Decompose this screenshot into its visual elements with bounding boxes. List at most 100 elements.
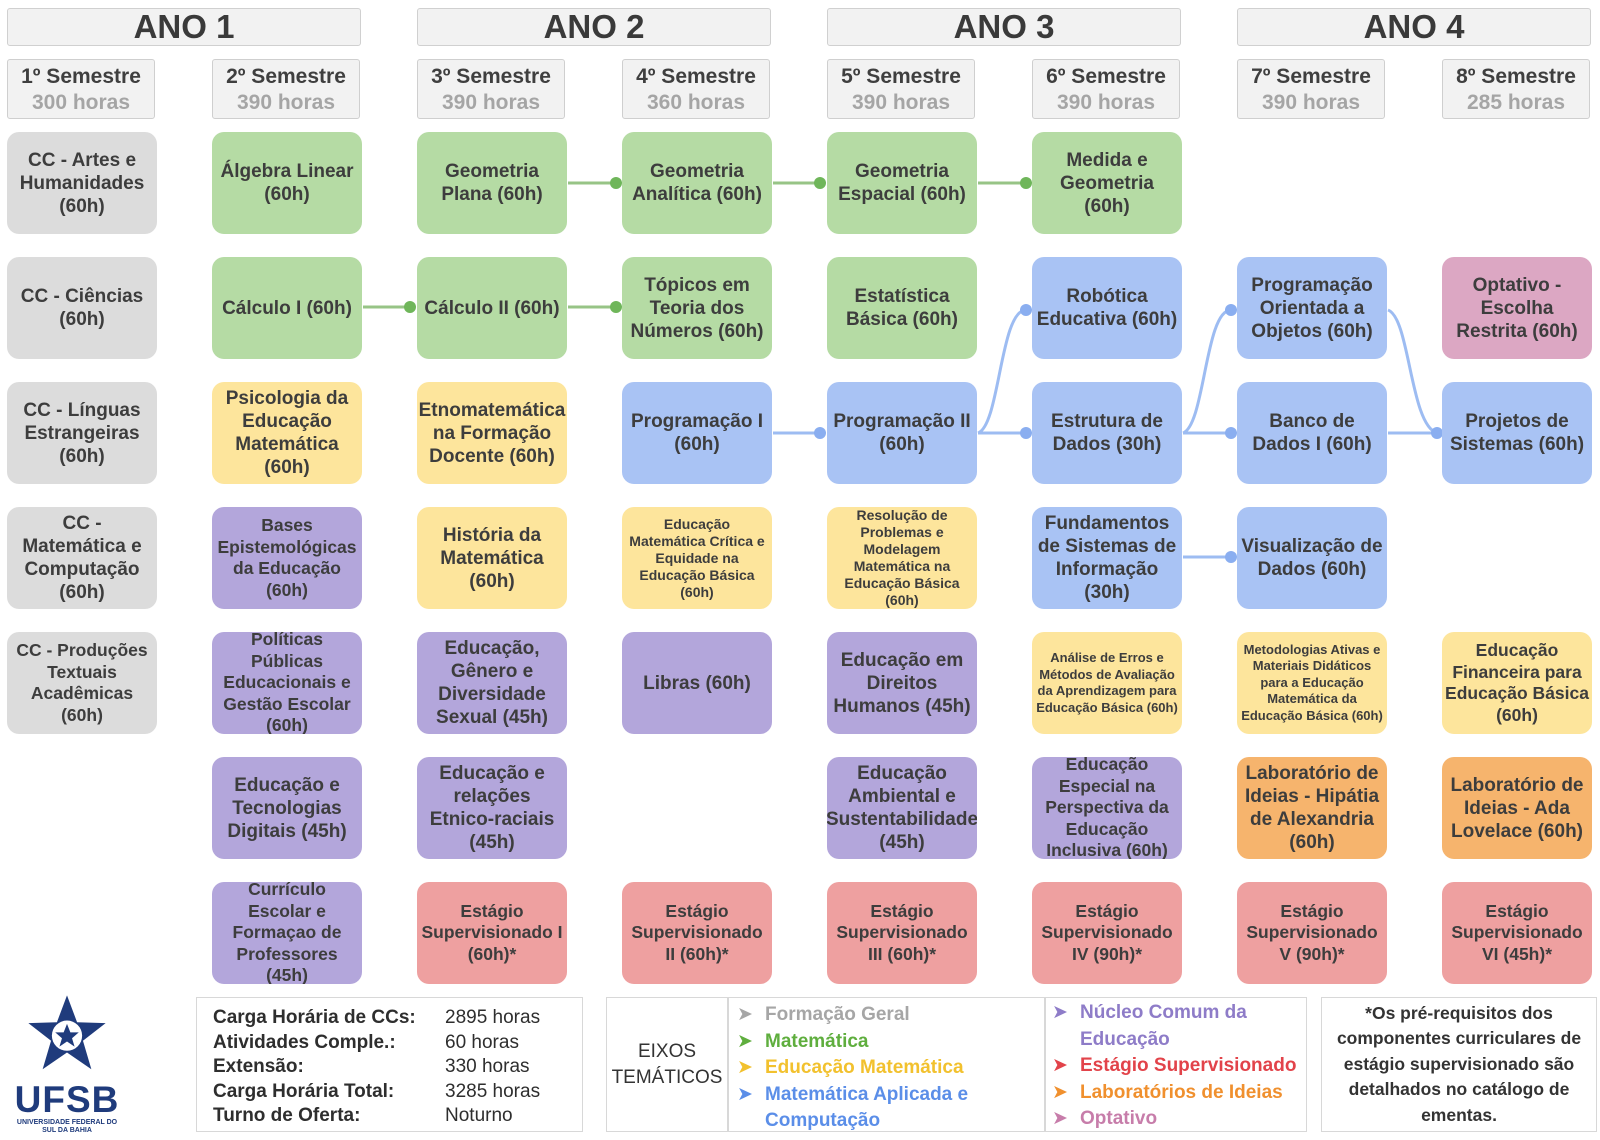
course-card: Cálculo I (60h) xyxy=(212,257,362,359)
course-card: Optativo - Escolha Restrita (60h) xyxy=(1442,257,1592,359)
eixos-tematicos-title: EIXOS TEMÁTICOS xyxy=(606,997,728,1132)
summary-row: Extensão:330 horas xyxy=(213,1056,530,1077)
year-header-2: ANO 2 xyxy=(417,8,771,46)
arrow-icon: ➤ xyxy=(1052,1081,1068,1103)
course-card: Etnomatemática na Formação Docente (60h) xyxy=(417,382,567,484)
ufsb-star-logo-icon xyxy=(28,995,106,1070)
summary-row: Turno de Oferta:Noturno xyxy=(213,1105,513,1126)
course-card: Geometria Espacial (60h) xyxy=(827,132,977,234)
course-card: CC - Produções Textuais Acadêmicas (60h) xyxy=(7,632,157,734)
connector-dot xyxy=(404,301,416,313)
legend-column-1: ➤Formação Geral ➤Matemática ➤Educação Ma… xyxy=(728,997,1045,1132)
course-card: Educação e Tecnologias Digitais (45h) xyxy=(212,757,362,859)
connector-dot xyxy=(1020,177,1032,189)
logo-subtitle: UNIVERSIDADE FEDERAL DO SUL DA BAHIA xyxy=(16,1119,118,1134)
course-card: Estágio Supervisionado III (60h)* xyxy=(827,882,977,984)
year-header-1: ANO 1 xyxy=(7,8,361,46)
internship-note: *Os pré-requisitos dos componentes curri… xyxy=(1321,997,1597,1132)
legend-item: ➤Matemática xyxy=(737,1029,1044,1056)
course-card: Geometria Analítica (60h) xyxy=(622,132,772,234)
summary-row: Atividades Comple.:60 horas xyxy=(213,1031,519,1053)
connector-dot xyxy=(1225,551,1237,563)
connector-dot xyxy=(1020,427,1032,439)
logo-name: UFSB xyxy=(14,1079,120,1120)
course-card: Educação Financeira para Educação Básica… xyxy=(1442,632,1592,734)
course-card: Programação Orientada a Objetos (60h) xyxy=(1237,257,1387,359)
course-card: Álgebra Linear (60h) xyxy=(212,132,362,234)
course-card: Cálculo II (60h) xyxy=(417,257,567,359)
course-card: Educação Matemática Crítica e Equidade n… xyxy=(622,507,772,609)
workload-summary: Carga Horária de CCs:2895 horas Atividad… xyxy=(196,997,583,1132)
course-card: Educação em Direitos Humanos (45h) xyxy=(827,632,977,734)
course-card: Currículo Escolar e Formaçao de Professo… xyxy=(212,882,362,984)
year-header-3: ANO 3 xyxy=(827,8,1181,46)
course-card: CC - Línguas Estrangeiras (60h) xyxy=(7,382,157,484)
connector-dot xyxy=(610,177,622,189)
course-card: Estágio Supervisionado II (60h)* xyxy=(622,882,772,984)
legend-item: ➤Núcleo Comum da Educação xyxy=(1052,1000,1306,1053)
year-header-4: ANO 4 xyxy=(1237,8,1591,46)
course-card: Bases Epistemológicas da Educação (60h) xyxy=(212,507,362,609)
course-card: Psicologia da Educação Matemática (60h) xyxy=(212,382,362,484)
course-card: Estágio Supervisionado VI (45h)* xyxy=(1442,882,1592,984)
course-card: Análise de Erros e Métodos de Avaliação … xyxy=(1032,632,1182,734)
course-card: Programação I (60h) xyxy=(622,382,772,484)
course-card: Libras (60h) xyxy=(622,632,772,734)
legend-column-2: ➤Núcleo Comum da Educação ➤Estágio Super… xyxy=(1045,997,1307,1132)
course-card: Medida e Geometria (60h) xyxy=(1032,132,1182,234)
course-card: Laboratório de Ideias - Ada Lovelace (60… xyxy=(1442,757,1592,859)
course-card: Metodologias Ativas e Materiais Didático… xyxy=(1237,632,1387,734)
course-card: Estrutura de Dados (30h) xyxy=(1032,382,1182,484)
legend-item: ➤Formação Geral xyxy=(737,1002,1044,1029)
course-card: Fundamentos de Sistemas de Informação (3… xyxy=(1032,507,1182,609)
ufsb-logo: UFSB UNIVERSIDADE FEDERAL DO SUL DA BAHI… xyxy=(12,992,122,1134)
arrow-icon: ➤ xyxy=(737,1030,753,1052)
course-card: CC - Artes e Humanidades (60h) xyxy=(7,132,157,234)
legend-item: ➤Estágio Supervisionado xyxy=(1052,1053,1306,1080)
connector-poo-projetos xyxy=(1387,308,1438,435)
course-card: Estágio Supervisionado V (90h)* xyxy=(1237,882,1387,984)
arrow-icon: ➤ xyxy=(1052,1002,1068,1023)
course-card: Projetos de Sistemas (60h) xyxy=(1442,382,1592,484)
legend-item: ➤Matemática Aplicada e Computação xyxy=(737,1082,1044,1135)
connector-dot xyxy=(1225,304,1237,316)
connector-dot xyxy=(1225,427,1237,439)
summary-row: Carga Horária de CCs:2895 horas xyxy=(213,1007,541,1028)
course-card: Robótica Educativa (60h) xyxy=(1032,257,1182,359)
course-card: Estágio Supervisionado IV (90h)* xyxy=(1032,882,1182,984)
course-card: Tópicos em Teoria dos Números (60h) xyxy=(622,257,772,359)
connector-estrutura-poo xyxy=(1182,308,1232,435)
arrow-icon: ➤ xyxy=(737,1057,753,1078)
course-card: Resolução de Problemas e Modelagem Matem… xyxy=(827,507,977,609)
course-card: Educação Especial na Perspectiva da Educ… xyxy=(1032,757,1182,859)
arrow-icon: ➤ xyxy=(737,1083,753,1105)
arrow-icon: ➤ xyxy=(1052,1055,1068,1076)
connector-dot xyxy=(814,427,826,439)
legend-item: ➤Laboratórios de Ideias xyxy=(1052,1080,1306,1107)
course-card: CC - Matemática e Computação (60h) xyxy=(7,507,157,609)
connector-dot xyxy=(1431,427,1443,439)
legend-item: ➤Optativo xyxy=(1052,1106,1306,1133)
connector-dot xyxy=(610,301,622,313)
course-card: Educação Ambiental e Sustentabilidade (4… xyxy=(827,757,977,859)
course-card: Banco de Dados I (60h) xyxy=(1237,382,1387,484)
arrow-icon: ➤ xyxy=(1052,1108,1068,1129)
course-card: Programação II (60h) xyxy=(827,382,977,484)
course-card: História da Matemática (60h) xyxy=(417,507,567,609)
legend-item: ➤Educação Matemática xyxy=(737,1055,1044,1082)
arrow-icon: ➤ xyxy=(737,1004,753,1025)
course-card: Laboratório de Ideias - Hipátia de Alexa… xyxy=(1237,757,1387,859)
connector-dot xyxy=(1020,304,1032,316)
course-card: Políticas Públicas Educacionais e Gestão… xyxy=(212,632,362,734)
connector-dot xyxy=(814,177,826,189)
course-card: Geometria Plana (60h) xyxy=(417,132,567,234)
